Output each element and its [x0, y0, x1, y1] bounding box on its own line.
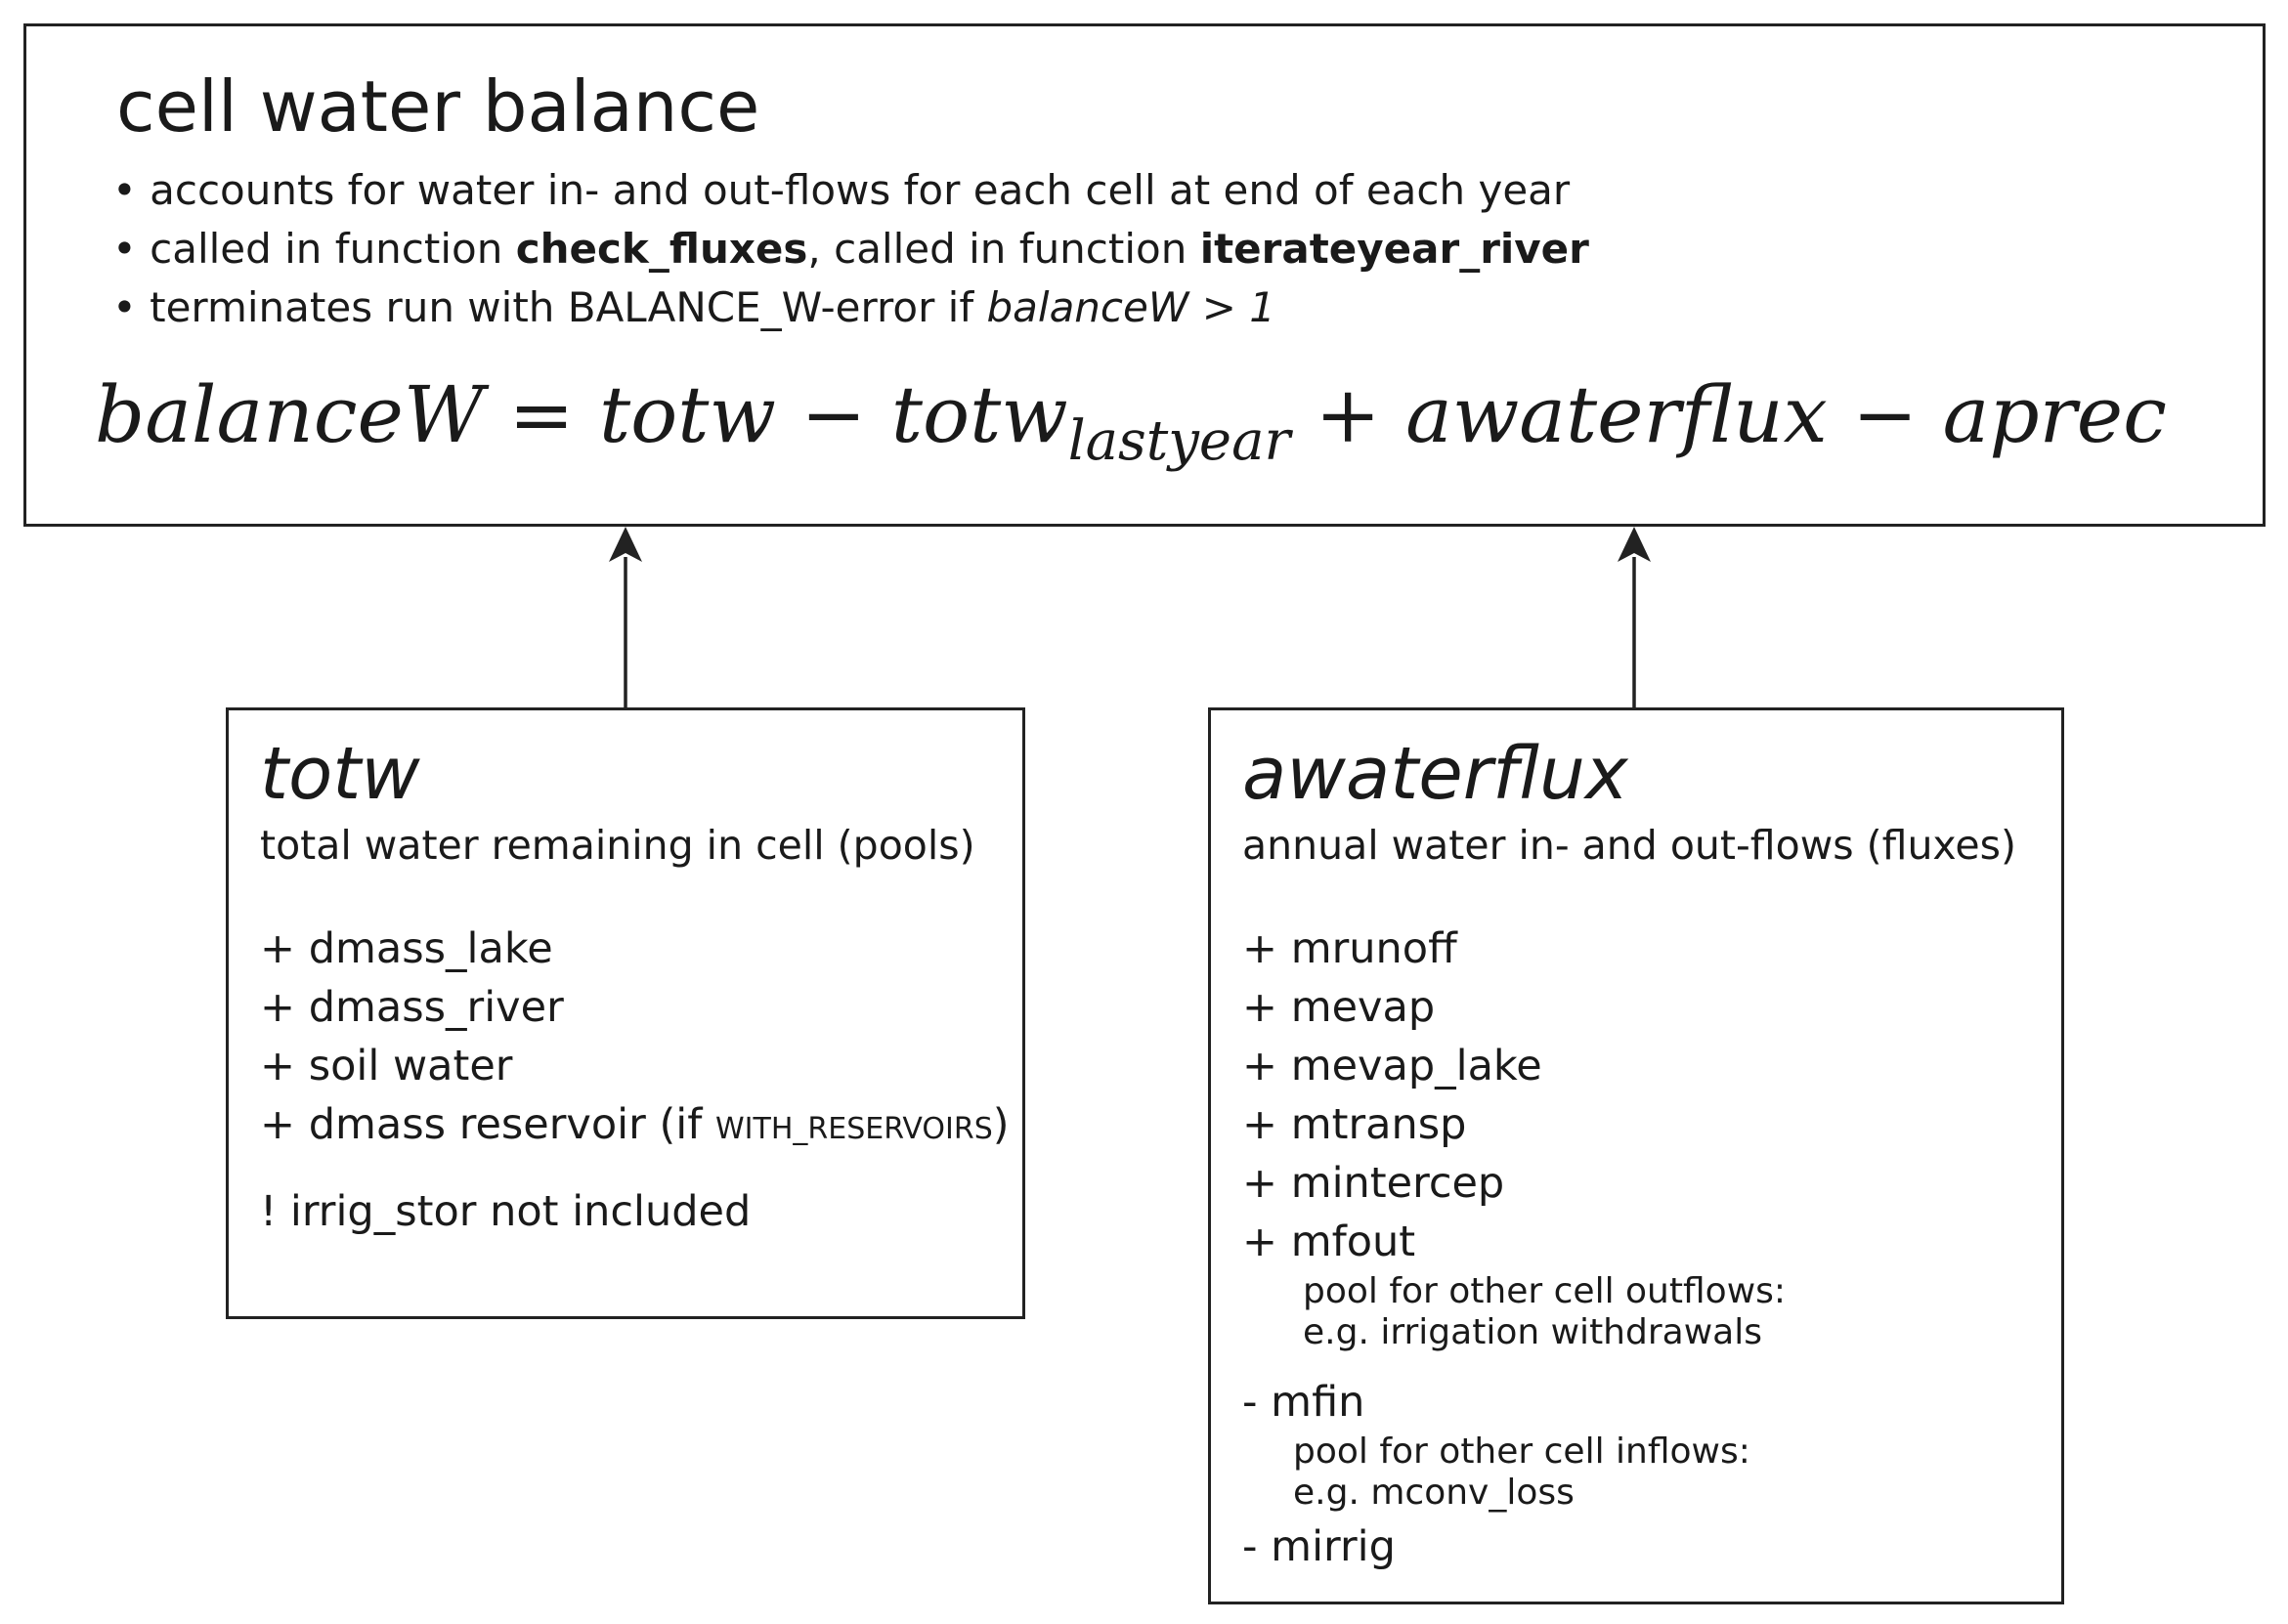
mfout-note-2: e.g. irrigation withdrawals [1303, 1312, 1762, 1352]
totw-subtitle: total water remaining in cell (pools) [260, 822, 975, 869]
cell-water-balance-title: cell water balance [116, 65, 760, 148]
flux-item-mtransp: + mtransp [1242, 1100, 1467, 1149]
eq-plus: + [1290, 369, 1406, 460]
flux-item-mfin: - mfin [1242, 1378, 1365, 1427]
totw-item-soil-water: + soil water [260, 1042, 513, 1090]
bullet-1: • accounts for water in- and out-flows f… [112, 161, 1589, 220]
bullet-2-mid: , called in function [807, 225, 1200, 273]
bullet-list: • accounts for water in- and out-flows f… [112, 161, 1589, 337]
eq-totw: totw [598, 369, 776, 460]
totw-arrow-head [609, 527, 642, 562]
eq-lastyear-subscript: lastyear [1067, 409, 1291, 473]
totw-items: + dmass_lake + dmass_river + soil water … [260, 919, 1010, 1241]
flux-item-mrunoff: + mrunoff [1242, 924, 1457, 973]
bullet-3: • terminates run with BALANCE_W-error if… [112, 278, 1589, 337]
flux-item-mevap: + mevap [1242, 983, 1436, 1032]
cell-water-balance-box: cell water balance • accounts for water … [23, 23, 2266, 527]
flux-item-mintercep: + mintercep [1242, 1159, 1505, 1208]
totw-item-dmass-reservoir: + dmass reservoir (if WITH_RESERVOIRS) [260, 1095, 1010, 1159]
awaterflux-title: awaterflux [1242, 732, 1628, 816]
with-reservoirs-flag: WITH_RESERVOIRS [715, 1112, 993, 1146]
bullet-3-prefix: • terminates run with BALANCE_W-error if [112, 283, 987, 331]
mfin-note-2: e.g. mconv_loss [1293, 1473, 1575, 1513]
balance-condition: balanceW > 1 [986, 283, 1276, 331]
totw-title: totw [260, 732, 420, 816]
mfin-note-1: pool for other cell inflows: [1293, 1432, 1750, 1472]
eq-minus-1: − [775, 369, 891, 460]
bullet-2: • called in function check_fluxes, calle… [112, 220, 1589, 278]
reservoir-close: ) [992, 1100, 1010, 1149]
totw-box: totw total water remaining in cell (pool… [226, 707, 1025, 1319]
totw-item-dmass-river: + dmass_river [260, 983, 564, 1032]
mfout-note-1: pool for other cell outflows: [1303, 1271, 1787, 1311]
eq-equals: = [484, 369, 599, 460]
flux-item-mirrig: - mirrig [1242, 1522, 1396, 1571]
awaterflux-items: + mrunoff + mevap + mevap_lake + mtransp… [1242, 919, 1786, 1576]
irrig-stor-note: ! irrig_stor not included [260, 1187, 752, 1236]
flux-item-mevap-lake: + mevap_lake [1242, 1042, 1542, 1090]
awaterflux-subtitle: annual water in- and out-flows (fluxes) [1242, 822, 2017, 869]
bullet-2-prefix: • called in function [112, 225, 516, 273]
totw-item-dmass-lake: + dmass_lake [260, 924, 553, 973]
eq-lhs: balanceW [95, 369, 485, 460]
awaterflux-arrow-head [1618, 527, 1651, 562]
eq-awaterflux: awaterflux [1405, 369, 1828, 460]
flux-item-mfout: + mfout [1242, 1218, 1416, 1266]
balance-equation: balanceW = totw − totwlastyear + awaterf… [95, 376, 2167, 469]
check-fluxes-function: check_fluxes [515, 225, 808, 273]
eq-aprec: aprec [1942, 369, 2167, 460]
bullet-1-text: • accounts for water in- and out-flows f… [112, 166, 1571, 214]
reservoir-text: + dmass reservoir (if [260, 1100, 716, 1149]
eq-totw-last: totw [890, 369, 1068, 460]
iterateyear-river-function: iterateyear_river [1199, 225, 1589, 273]
eq-minus-2: − [1827, 369, 1943, 460]
awaterflux-box: awaterflux annual water in- and out-flow… [1208, 707, 2064, 1604]
